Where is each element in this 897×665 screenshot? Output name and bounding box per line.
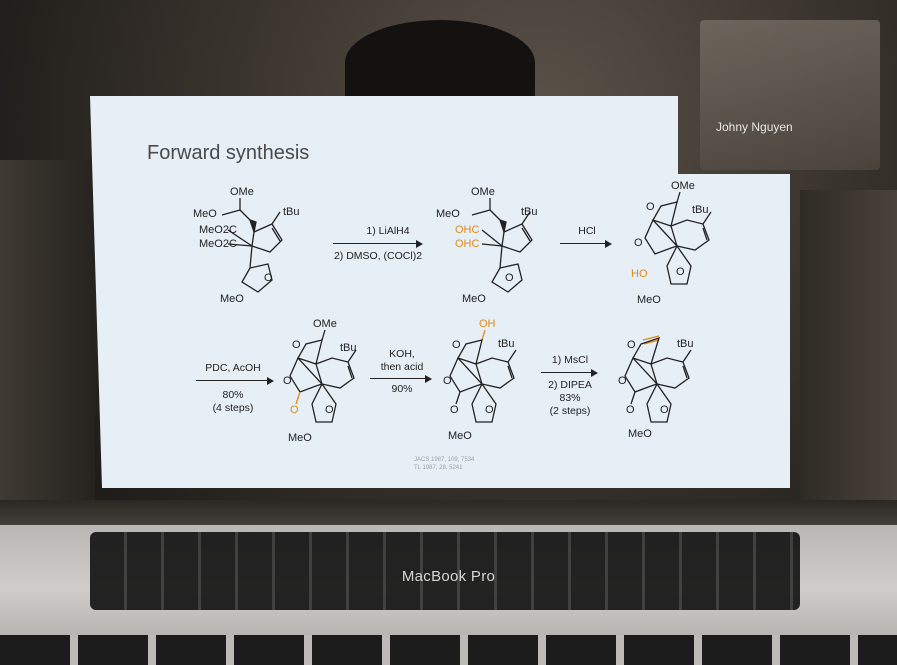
reference-line-2: TL 1987, 28, 5241 xyxy=(414,465,463,471)
m2-meo-bottom: MeO xyxy=(462,293,486,305)
m6-carbonyl-o: O xyxy=(626,404,635,416)
step3-steps: (4 steps) xyxy=(212,402,254,414)
molecule-3-structure xyxy=(644,191,712,285)
m5-tbu: tBu xyxy=(498,338,515,350)
m4-o1: O xyxy=(292,339,301,351)
step4-reagent-1: KOH, xyxy=(389,348,415,360)
m4-carbonyl-o: O xyxy=(290,404,299,416)
molecule-2-structure xyxy=(471,198,533,293)
reaction-arrow-2 xyxy=(560,239,612,248)
m3-o2: O xyxy=(634,237,643,249)
m6-o1: O xyxy=(627,339,636,351)
function-key-row xyxy=(0,635,897,665)
reaction-arrow-1 xyxy=(333,239,423,248)
m4-ome: OMe xyxy=(313,318,337,330)
step3-reagent: PDC, AcOH xyxy=(205,362,261,374)
molecule-6-structure xyxy=(624,335,692,423)
step5-reagent-1: 1) MsCl xyxy=(551,354,589,366)
m1-meo-bottom: MeO xyxy=(220,293,244,305)
laptop-brand: MacBook Pro xyxy=(401,568,496,585)
reference-line-1: JACS 1987, 109, 7534 xyxy=(414,457,475,463)
literature-reference: JACS 1987, 109, 7534 TL 1987, 28, 5241 xyxy=(414,456,474,472)
m2-aldehyde-2: OHC xyxy=(455,238,480,250)
m2-o: O xyxy=(505,272,514,284)
molecule-1-structure xyxy=(221,198,283,293)
m6-o2: O xyxy=(618,375,627,387)
m4-o3: O xyxy=(325,404,334,416)
m6-o3: O xyxy=(660,404,669,416)
m2-aldehyde-1: OHC xyxy=(455,224,480,236)
step1-reagent-1: 1) LiAlH4 xyxy=(366,225,410,237)
laptop-keyboard xyxy=(90,532,800,610)
m4-tbu: tBu xyxy=(340,342,357,354)
m4-meo: MeO xyxy=(288,432,312,444)
reaction-arrow-3 xyxy=(196,376,274,385)
m1-ester-2: MeO2C xyxy=(199,238,237,250)
m2-meo-top: MeO xyxy=(436,208,460,220)
step5-yield: 83% xyxy=(559,392,581,404)
step4-yield: 90% xyxy=(391,383,413,395)
shelf-left xyxy=(0,160,95,520)
m3-meo: MeO xyxy=(637,294,661,306)
m3-o3: O xyxy=(676,266,685,278)
m4-o2: O xyxy=(283,375,292,387)
m1-tbu: tBu xyxy=(283,206,300,218)
presenter-name: Johny Nguyen xyxy=(716,120,793,134)
slide-title: Forward synthesis xyxy=(147,142,310,164)
molecule-5-structure xyxy=(449,329,517,423)
person-head-silhouette xyxy=(345,20,535,105)
step5-reagent-2: 2) DIPEA xyxy=(548,379,592,391)
step4-reagent-2: then acid xyxy=(380,361,424,373)
m1-meo-top: MeO xyxy=(193,208,217,220)
m6-meo: MeO xyxy=(628,428,652,440)
m5-meo: MeO xyxy=(448,430,472,442)
step5-steps: (2 steps) xyxy=(549,405,591,417)
m5-hydroxyl: OH xyxy=(479,318,496,330)
m1-ester-1: MeO2C xyxy=(199,224,237,236)
cabinet xyxy=(700,20,880,170)
step3-yield: 80% xyxy=(222,389,244,401)
step1-reagent-2: 2) DMSO, (COCl)2 xyxy=(333,250,423,262)
m6-tbu: tBu xyxy=(677,338,694,350)
step2-reagent: HCl xyxy=(578,225,596,237)
m5-o2: O xyxy=(443,375,452,387)
m1-o: O xyxy=(264,272,273,284)
m5-carbonyl-o: O xyxy=(450,404,459,416)
m3-hydroxyl: HO xyxy=(631,268,648,280)
m1-ome: OMe xyxy=(230,186,254,198)
m2-ome: OMe xyxy=(471,186,495,198)
m5-o3: O xyxy=(485,404,494,416)
molecule-4-structure xyxy=(289,329,357,423)
m3-ome: OMe xyxy=(671,180,695,192)
m3-tbu: tBu xyxy=(692,204,709,216)
reaction-arrow-4 xyxy=(370,374,432,383)
presentation-slide xyxy=(90,96,790,488)
shelf-right xyxy=(800,190,897,520)
reaction-arrow-5 xyxy=(541,368,598,377)
m5-o1: O xyxy=(452,339,461,351)
m2-tbu: tBu xyxy=(521,206,538,218)
m3-o1: O xyxy=(646,201,655,213)
